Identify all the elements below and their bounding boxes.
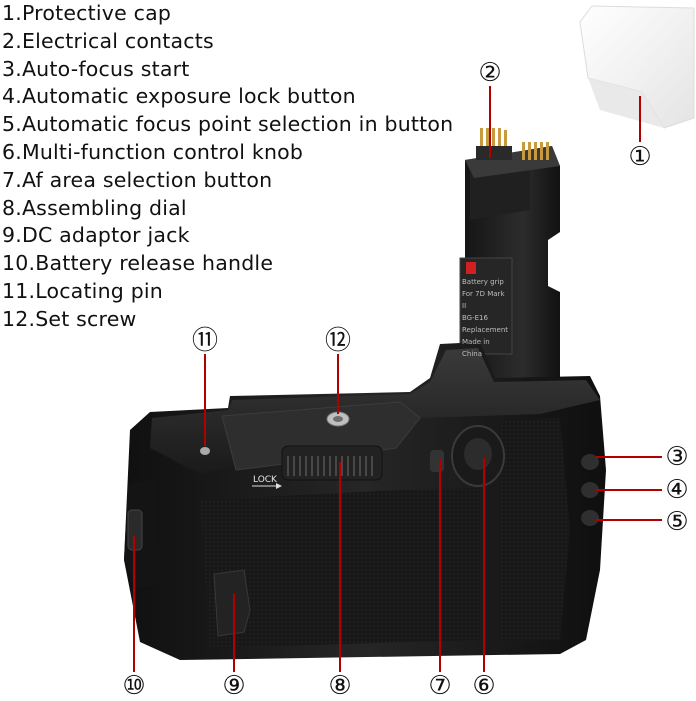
battery-label-line-2: For 7D Mark II: [462, 290, 505, 310]
legend-item-12: 12.Set screw: [2, 306, 137, 331]
af-point-button: [581, 510, 599, 526]
callout-6: ⑥: [472, 671, 496, 701]
legend-item-8: 8.Assembling dial: [2, 195, 187, 220]
locating-pin: [200, 447, 210, 455]
legend-item-3: 3.Auto-focus start: [2, 56, 190, 81]
af-area-selection-button: [430, 450, 444, 472]
legend-item-6: 6.Multi-function control knob: [2, 139, 304, 164]
callout-2: ②: [478, 58, 502, 88]
legend-item-1: 1.Protective cap: [2, 1, 172, 25]
callout-12: ⑫: [324, 326, 351, 356]
callout-10: ⑩: [122, 671, 146, 701]
callout-7: ⑦: [428, 671, 452, 701]
battery-label-line-1: Battery grip: [462, 278, 504, 286]
leader-lines: [133, 86, 662, 672]
legend-item-9: 9.DC adaptor jack: [2, 223, 190, 248]
af-start-button: [581, 454, 599, 470]
battery-label-line-3: BG-E16 Replacement: [462, 314, 508, 334]
parts-legend: 1.Protective cap 2.Electrical contacts 3…: [2, 0, 453, 334]
callout-1: ①: [628, 142, 652, 172]
battery-label: [459, 257, 513, 355]
set-screw: [326, 411, 350, 427]
legend-item-2: 2.Electrical contacts: [2, 28, 214, 53]
callout-9: ⑨: [222, 671, 246, 701]
grip-body: LOCK: [124, 342, 606, 660]
assembling-dial: [252, 445, 383, 489]
battery-release-handle: [124, 478, 160, 590]
legend-item-5: 5.Automatic focus point selection in but…: [2, 112, 454, 137]
electrical-contacts: [480, 128, 549, 160]
legend-item-10: 10.Battery release handle: [2, 251, 274, 276]
lock-label: LOCK: [253, 475, 278, 485]
callout-8: ⑧: [328, 671, 352, 701]
ae-lock-button: [581, 482, 599, 498]
protective-cap: [579, 5, 695, 129]
legend-item-7: 7.Af area selection button: [2, 167, 273, 192]
callout-4: ④: [665, 475, 689, 505]
callout-5: ⑤: [665, 507, 689, 537]
battery-label-line-4: Made in China: [462, 338, 490, 358]
callout-3: ③: [665, 442, 689, 472]
legend-item-11: 11.Locating pin: [2, 278, 163, 303]
multi-function-control-knob: [451, 425, 505, 487]
battery-insert: [459, 128, 560, 386]
dc-adaptor-jack: [213, 569, 251, 637]
battery-label-text: Battery grip For 7D Mark II BG-E16 Repla…: [462, 276, 510, 360]
legend-item-4: 4.Automatic exposure lock button: [2, 84, 356, 109]
callout-11: ⑪: [191, 326, 218, 356]
